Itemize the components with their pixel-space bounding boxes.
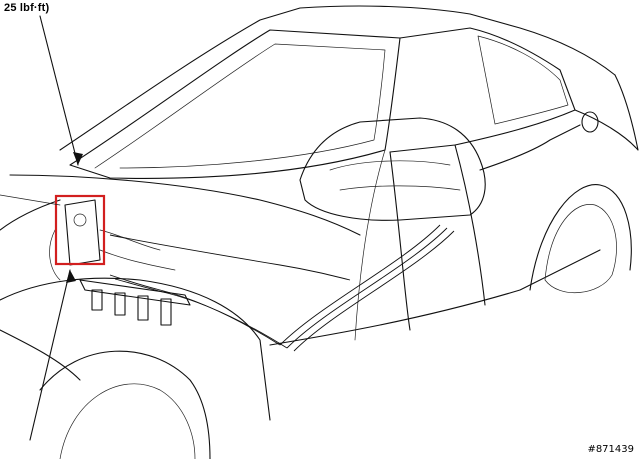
front-wheel	[59, 383, 196, 460]
injector-4	[160, 298, 172, 326]
fuel-filter	[64, 199, 101, 266]
door-line	[389, 144, 486, 331]
lower-arrowhead	[66, 270, 76, 283]
torque-leader-line	[39, 15, 79, 166]
door-window-frame	[389, 27, 576, 153]
left-leader-line	[0, 194, 61, 206]
injector-1	[91, 289, 103, 311]
fuel-tank	[299, 117, 486, 221]
front-bumper	[0, 277, 271, 421]
rear-wheel-arch	[529, 184, 632, 291]
fuel-rail	[79, 279, 191, 306]
engine-hoses	[49, 229, 176, 281]
injector-3	[137, 295, 149, 321]
fuel-line-vapor	[293, 230, 455, 352]
fuel-line-to-engine-2	[114, 278, 288, 349]
torque-spec-label: 25 lbf·ft)	[4, 2, 50, 14]
rear-wheel	[544, 204, 617, 293]
rear-quarter	[574, 74, 639, 151]
image-watermark: #871439	[587, 444, 634, 455]
hood-line	[9, 174, 361, 236]
windshield-inner	[94, 43, 386, 169]
a-pillar	[354, 149, 386, 341]
injector-2	[114, 292, 126, 316]
fuel-line-to-engine	[109, 274, 281, 346]
fuel-injectors	[91, 289, 172, 326]
fuel-filler-cap	[581, 111, 599, 133]
roof-line	[59, 5, 616, 151]
fuel-tank-detail	[329, 160, 461, 191]
highlight-box	[54, 194, 106, 266]
fuel-line-supply	[279, 224, 441, 346]
filter-banjo-bolt	[73, 213, 87, 227]
fuel-line-upper	[109, 234, 351, 281]
rear-window	[477, 35, 569, 125]
torque-arrowhead	[73, 152, 83, 165]
windshield-outline	[69, 29, 401, 179]
fuel-line-return	[286, 227, 448, 349]
filler-neck	[479, 124, 581, 171]
front-fender	[0, 199, 81, 381]
front-wheel-arch	[39, 350, 211, 460]
body-side-sill	[269, 249, 601, 346]
lower-leader-line	[29, 269, 71, 441]
